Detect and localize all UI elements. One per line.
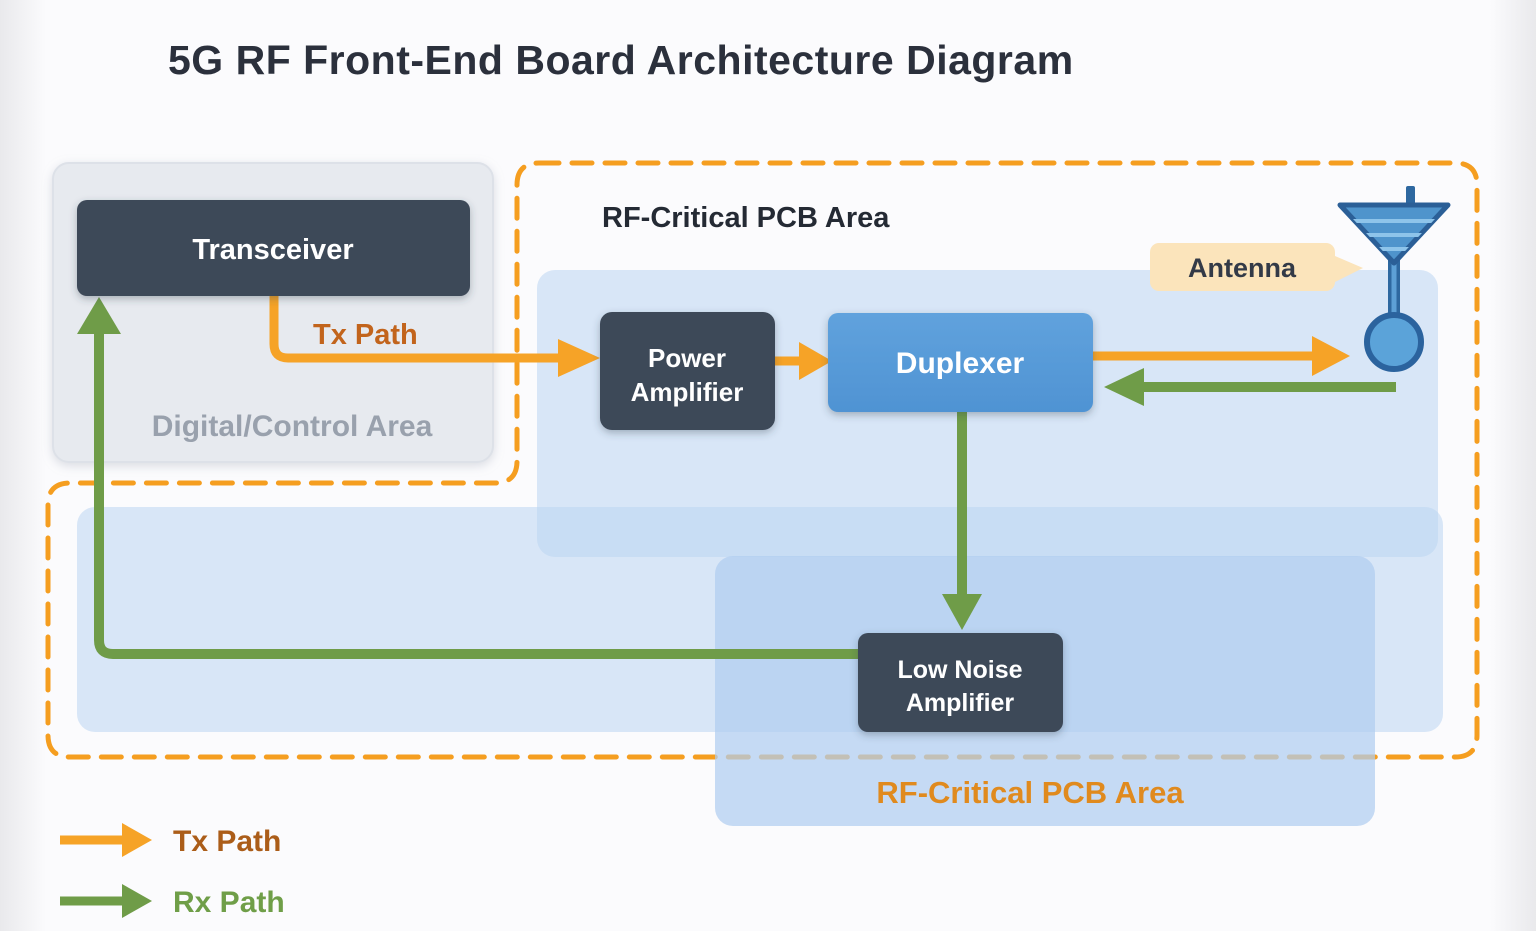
rx-arrowhead-into-transceiver: [77, 297, 121, 334]
rf-critical-dashed-border: [45, 160, 1480, 760]
tx-arrowhead-into-pa: [558, 339, 600, 377]
rx-arrowhead-into-lna: [942, 594, 982, 630]
antenna-top-nub: [1406, 186, 1415, 206]
transceiver-block: Transceiver: [77, 200, 470, 296]
power-amplifier-box: [600, 312, 775, 430]
tx-path-arrows: [269, 296, 1350, 380]
power-amplifier-label-line1: Power: [648, 343, 726, 373]
tx-arrowhead-into-duplexer: [799, 342, 832, 380]
tx-path-inline-label: Tx Path: [313, 319, 418, 351]
page-title: 5G RF Front-End Board Architecture Diagr…: [168, 37, 1074, 83]
antenna-label-bubble: [1150, 243, 1335, 291]
duplexer-box: [828, 313, 1093, 412]
low-noise-amplifier-block: Low Noise Amplifier: [858, 633, 1063, 732]
tx-line-transceiver-to-pa: [269, 296, 558, 363]
rx-line-lna-to-transceiver: [94, 332, 858, 659]
antenna-base-circle: [1364, 312, 1424, 372]
power-amplifier-label-line2: Amplifier: [631, 377, 744, 407]
antenna-callout: Antenna: [1150, 243, 1363, 291]
power-amplifier-block: Power Amplifier: [600, 312, 775, 430]
rf-critical-area-bottom-label: RF-Critical PCB Area: [876, 775, 1184, 810]
duplexer-label: Duplexer: [896, 347, 1025, 380]
legend-rx-label: Rx Path: [173, 886, 285, 919]
antenna-label: Antenna: [1188, 253, 1297, 283]
tx-arrowhead-into-antenna: [1312, 336, 1350, 376]
low-noise-amplifier-box: [858, 633, 1063, 732]
antenna-label-pointer: [1335, 256, 1363, 282]
rx-arrowhead-into-duplexer: [1104, 368, 1144, 406]
legend-rx-arrowhead: [122, 884, 152, 918]
rf-critical-area-top-label: RF-Critical PCB Area: [602, 202, 890, 234]
transceiver-label: Transceiver: [192, 234, 353, 266]
antenna-icon: [1337, 186, 1451, 372]
legend-item-rx: Rx Path: [60, 884, 285, 919]
legend: Tx Path Rx Path: [60, 823, 285, 919]
legend-item-tx: Tx Path: [60, 823, 281, 858]
transceiver-box: [77, 200, 470, 296]
duplexer-block: Duplexer: [828, 313, 1093, 412]
rx-path-arrows: [77, 297, 1396, 659]
lna-label-line1: Low Noise: [897, 656, 1022, 684]
digital-control-area-label: Digital/Control Area: [152, 410, 433, 443]
lna-label-line2: Amplifier: [906, 689, 1015, 717]
legend-tx-arrowhead: [122, 823, 152, 857]
legend-tx-label: Tx Path: [173, 825, 281, 858]
